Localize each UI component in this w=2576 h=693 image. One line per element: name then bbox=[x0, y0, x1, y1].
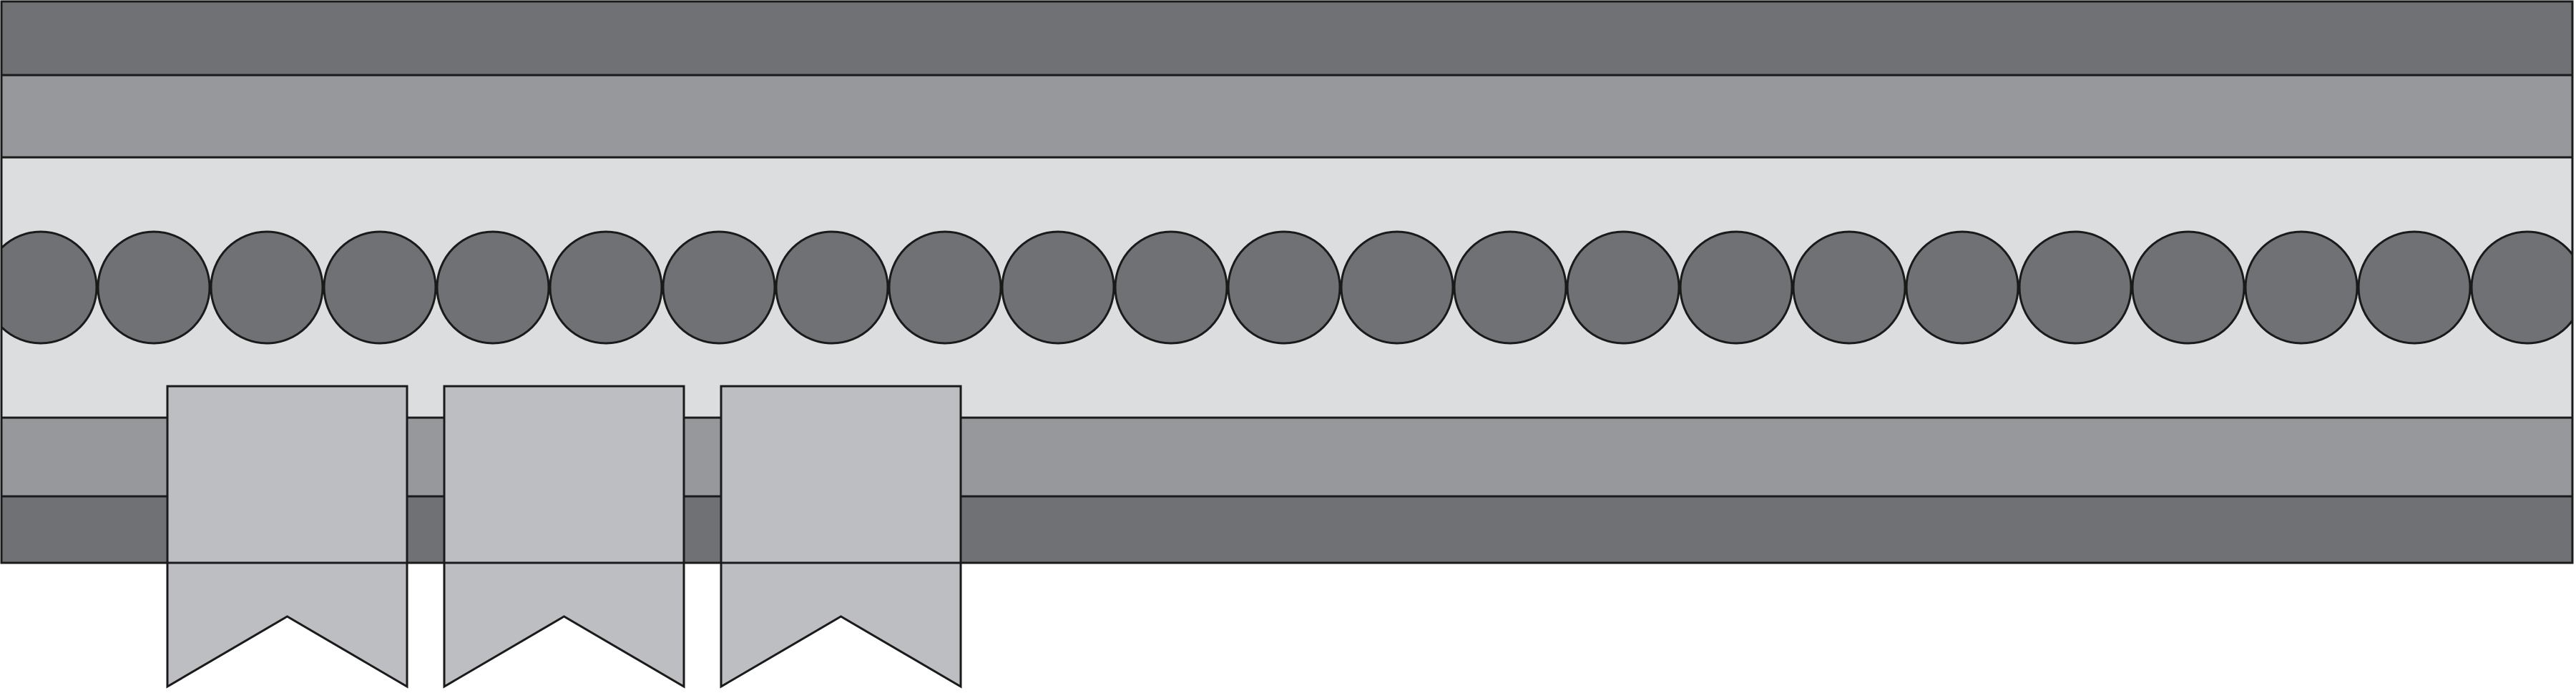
circle-14 bbox=[1453, 230, 1567, 345]
top-medium-stripe bbox=[0, 74, 2574, 159]
circle-16 bbox=[1679, 230, 1793, 345]
circle-19 bbox=[2018, 230, 2132, 345]
circle-18 bbox=[1905, 230, 2019, 345]
top-dark-stripe bbox=[0, 0, 2574, 77]
circle-6 bbox=[549, 230, 663, 345]
circle-2 bbox=[97, 230, 211, 345]
bottom-medium-stripe bbox=[0, 416, 2574, 498]
circle-4 bbox=[323, 230, 437, 345]
circle-12 bbox=[1227, 230, 1341, 345]
pennant-1 bbox=[166, 385, 408, 689]
circle-20 bbox=[2131, 230, 2246, 345]
pennant-group bbox=[166, 385, 962, 689]
circle-row bbox=[1, 230, 2572, 345]
pennant-3 bbox=[720, 385, 962, 689]
frame-outline bbox=[0, 0, 2574, 564]
circle-22 bbox=[2357, 230, 2472, 345]
circle-3 bbox=[210, 230, 324, 345]
circle-17 bbox=[1792, 230, 1906, 345]
circle-10 bbox=[1001, 230, 1115, 345]
circle-21 bbox=[2244, 230, 2359, 345]
circle-13 bbox=[1340, 230, 1454, 345]
circle-11 bbox=[1114, 230, 1228, 345]
pennant-2 bbox=[443, 385, 685, 689]
circle-15 bbox=[1566, 230, 1680, 345]
circle-8 bbox=[775, 230, 889, 345]
circle-1 bbox=[1, 230, 98, 345]
circle-23 bbox=[2470, 230, 2572, 345]
circle-9 bbox=[888, 230, 1002, 345]
circle-7 bbox=[662, 230, 776, 345]
circle-5 bbox=[436, 230, 550, 345]
